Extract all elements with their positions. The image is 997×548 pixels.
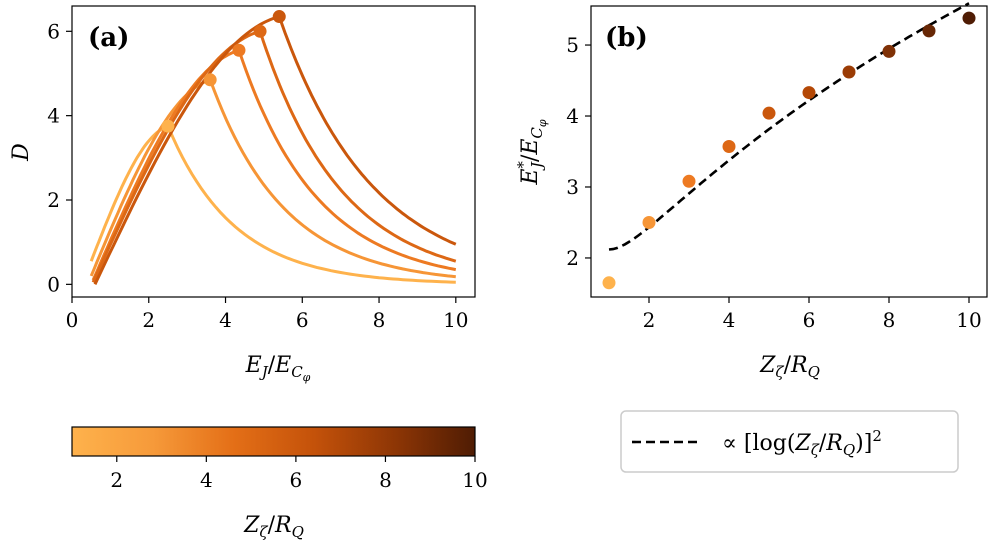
panel-b-y-ticks: 2 3 4 5 xyxy=(566,33,591,270)
peak-marker-z-2 xyxy=(203,73,217,87)
panel-a-ytick-label: 4 xyxy=(47,104,60,128)
panel-b-label: (b) xyxy=(605,23,648,53)
panel-b-fit-line xyxy=(608,2,970,251)
curve-z-4 xyxy=(91,29,457,283)
panel-a-ytick-label: 6 xyxy=(47,19,60,43)
curve-z-1 xyxy=(89,124,456,284)
curve-z-2 xyxy=(89,77,456,279)
panel-a-y-ticks: 0 2 4 6 xyxy=(47,19,72,296)
peak-marker-z-4 xyxy=(253,24,267,38)
scatter-point-z-2 xyxy=(642,215,656,229)
peak-marker-z-3 xyxy=(232,43,246,57)
panel-a-xtick-label: 2 xyxy=(142,308,155,332)
panel-b-xlabel: Zζ/RQ xyxy=(759,353,820,381)
legend: ∝ [log(Zζ/RQ)]2 xyxy=(620,410,959,473)
peak-marker-z-1 xyxy=(161,119,175,133)
panel-b-ylabel: E*J/ECφ xyxy=(514,119,549,186)
panel-b-xtick-label: 8 xyxy=(883,308,896,332)
scatter-point-z-8 xyxy=(882,44,896,58)
legend-box xyxy=(620,410,959,473)
panel-b-xtick-label: 6 xyxy=(803,308,816,332)
panel-b-ytick-label: 5 xyxy=(566,33,579,57)
scatter-point-z-6 xyxy=(802,86,816,100)
panel-a-peak-markers xyxy=(161,10,286,133)
scatter-point-z-1 xyxy=(602,276,616,290)
colorbar-ticks: 2 4 6 8 10 xyxy=(110,456,488,492)
colorbar-tick-label: 4 xyxy=(200,468,213,492)
panel-a-xtick-label: 10 xyxy=(443,308,468,332)
panel-a-ytick-label: 0 xyxy=(47,272,60,296)
panel-b-x-ticks: 2 4 6 8 10 xyxy=(643,297,982,332)
panel-b-frame xyxy=(590,5,988,298)
curve-z-5 xyxy=(93,14,457,285)
colorbar-gradient xyxy=(71,426,476,457)
peak-marker-z-5 xyxy=(272,10,286,24)
panel-a: 0 2 4 6 8 10 0 2 4 6 (a) D EJ/ECφ xyxy=(9,5,476,384)
panel-a-xtick-label: 0 xyxy=(66,308,79,332)
panel-a-label: (a) xyxy=(88,23,129,53)
panel-b-ytick-label: 3 xyxy=(566,175,579,199)
scatter-point-z-4 xyxy=(722,140,736,154)
panel-a-frame xyxy=(71,5,476,298)
panel-b: 2 4 6 8 10 2 3 4 5 (b) E*J/ECφ Zζ/RQ xyxy=(514,2,988,381)
panel-b-ytick-label: 4 xyxy=(566,104,579,128)
panel-a-xtick-label: 8 xyxy=(373,308,386,332)
panel-b-xtick-label: 2 xyxy=(643,308,656,332)
curve-z-3 xyxy=(91,48,457,281)
panel-b-xtick-label: 10 xyxy=(956,308,981,332)
colorbar: 2 4 6 8 10 Zζ/RQ xyxy=(71,426,488,541)
panel-a-ytick-label: 2 xyxy=(47,188,60,212)
panel-b-points xyxy=(602,11,976,290)
scatter-point-z-3 xyxy=(682,174,696,188)
scatter-point-z-7 xyxy=(842,65,856,79)
panel-a-xtick-label: 6 xyxy=(296,308,309,332)
colorbar-tick-label: 2 xyxy=(110,468,123,492)
scatter-point-z-10 xyxy=(962,11,976,25)
colorbar-tick-label: 8 xyxy=(379,468,392,492)
panel-b-xtick-label: 4 xyxy=(723,308,736,332)
colorbar-tick-label: 10 xyxy=(462,468,487,492)
legend-entry-fit: ∝ [log(Zζ/RQ)]2 xyxy=(722,427,882,459)
panel-a-curves xyxy=(89,14,457,285)
colorbar-tick-label: 6 xyxy=(290,468,303,492)
panel-b-ytick-label: 2 xyxy=(566,246,579,270)
panel-a-xlabel: EJ/ECφ xyxy=(245,353,311,384)
scatter-point-z-9 xyxy=(922,24,936,38)
scatter-point-z-5 xyxy=(762,106,776,120)
panel-a-ylabel: D xyxy=(9,143,34,162)
panel-a-x-ticks: 0 2 4 6 8 10 xyxy=(66,297,469,332)
colorbar-label: Zζ/RQ xyxy=(243,513,304,541)
panel-a-xtick-label: 4 xyxy=(219,308,232,332)
